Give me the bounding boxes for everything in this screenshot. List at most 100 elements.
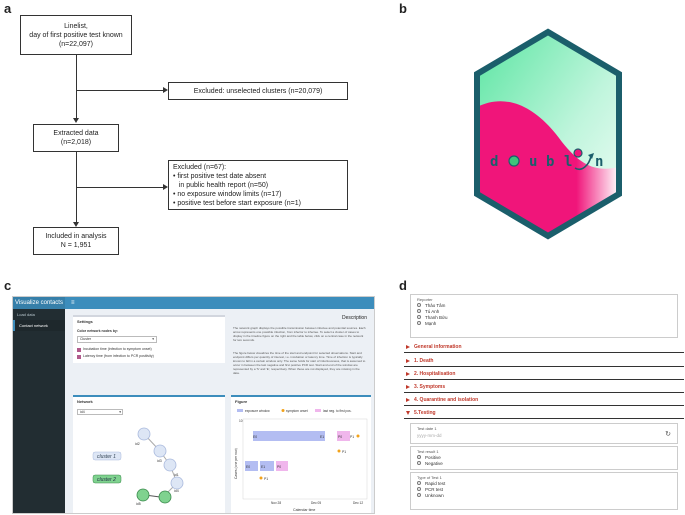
test-result-group: Test result 1 Positive Negative [410, 446, 678, 470]
reporter-option-label: Mạnh [425, 320, 437, 326]
network-node[interactable] [158, 490, 172, 504]
flow-excluded-item: • no exposure window limits (n=17) [173, 190, 282, 198]
network-node[interactable] [136, 488, 150, 502]
reporter-option[interactable]: Thanh Bửu [417, 314, 671, 320]
panel-label-d: d [399, 278, 407, 293]
section-death[interactable]: 1. Death [404, 356, 684, 367]
radio-circle[interactable] [417, 487, 421, 491]
symptom-point [259, 476, 263, 480]
test-result-option[interactable]: Negative [417, 460, 671, 466]
flow-arrow-exclude-2 [163, 184, 168, 190]
latency-checkbox[interactable] [77, 354, 81, 359]
logo-letter-l: l [564, 154, 572, 170]
radio-circle[interactable] [417, 315, 421, 319]
color-by-select[interactable]: Cluster ▾ [77, 336, 157, 343]
figure-card: Figure exposure window symptom onset las… [231, 395, 371, 513]
reporter-option[interactable]: Mạnh [417, 320, 671, 326]
section-title: 1. Death [414, 358, 434, 364]
incubation-checkbox[interactable] [77, 347, 81, 352]
latency-checkbox-row[interactable]: Latency time (from infection to PCR posi… [77, 354, 154, 359]
radio-circle[interactable] [417, 481, 421, 485]
bar-label: P1 [350, 435, 354, 439]
description-card: Description The network graph displays t… [231, 313, 371, 393]
radio-circle[interactable] [417, 303, 421, 307]
incubation-checkbox-label: Incubation time (infection to symptom on… [83, 347, 152, 351]
bar-label: E1 [261, 465, 265, 469]
radio-circle[interactable] [417, 309, 421, 313]
flow-arrow-1 [73, 118, 79, 123]
refresh-icon[interactable]: ↻ [665, 431, 671, 438]
cluster-2-legend [92, 474, 122, 484]
section-title: 2. Hospitalisation [414, 371, 456, 377]
description-title: Description [341, 315, 367, 321]
test-type-label: Type of Test 1 [417, 475, 442, 480]
x-tick-label: Dec 05 [311, 501, 321, 505]
section-testing[interactable]: 5.Testing [404, 408, 684, 419]
test-type-option[interactable]: Rapid test [417, 480, 671, 486]
section-title: 5.Testing [414, 410, 436, 416]
radio-circle[interactable] [417, 493, 421, 497]
legend-label-pcr: last neg. to first pos. [323, 409, 352, 413]
pcr-bar [337, 431, 350, 441]
flow-box-linelist-line1: Linelist, [64, 22, 88, 30]
caret-right-icon [406, 397, 410, 402]
section-general-information[interactable]: General information [404, 342, 684, 353]
settings-card: Settings Color network nodes by: Cluster… [73, 315, 225, 363]
reporter-option[interactable]: Tú Anh [417, 308, 671, 314]
case-report-form: Reporter Thảo Tâm Tú Anh Thanh Bửu Mạnh … [404, 294, 684, 514]
latency-checkbox-label: Latency time (from infection to PCR posi… [83, 354, 154, 358]
network-graph[interactable]: id2 id3 id1 id4 id5 cluster 1 cluster 2 [73, 419, 225, 514]
legend-swatch-pcr [315, 409, 321, 412]
section-symptoms[interactable]: 3. Symptoms [404, 382, 684, 393]
test-result-label: Test result 1 [417, 449, 439, 454]
radio-circle[interactable] [417, 321, 421, 325]
incubation-checkbox-row[interactable]: Incubation time (infection to symptom on… [77, 347, 152, 352]
flow-box-linelist-line2: day of first positive test known [29, 31, 123, 39]
test-type-option[interactable]: Unknown [417, 492, 671, 498]
reporter-option[interactable]: Thảo Tâm [417, 302, 671, 308]
legend-label-exposure: exposure window [245, 409, 270, 413]
test-result-option-label: Positive [425, 454, 441, 460]
bar-label: P0 [338, 435, 342, 439]
flow-box-linelist-line3: (n=22,097) [58, 40, 94, 48]
test-type-option[interactable]: PCR test [417, 486, 671, 492]
network-node-label: id3 [157, 459, 162, 463]
section-quarantine[interactable]: 4. Quarantine and isolation [404, 395, 684, 406]
sidebar-item-contact-network[interactable]: Contact network [13, 320, 65, 331]
description-paragraph-2: The figure below visualizes the time of … [233, 351, 366, 375]
flow-box-extracted-line1: Extracted data [53, 130, 99, 137]
flow-box-included: Included in analysis N = 1,951 [33, 227, 119, 255]
radio-circle[interactable] [417, 455, 421, 459]
flow-connector-1 [76, 55, 77, 119]
flow-arrow-2 [73, 222, 79, 227]
visualize-contacts-app: Visualize contacts ≡ Load data Contact n… [12, 296, 375, 514]
section-hospitalisation[interactable]: 2. Hospitalisation [404, 369, 684, 380]
test-result-option-label: Negative [425, 460, 443, 466]
sidebar-item-load-data[interactable]: Load data [17, 312, 35, 317]
flow-box-excluded-clusters: Excluded: unselected clusters (n=20,079) [168, 82, 348, 100]
logo-green-dot [508, 155, 520, 167]
network-node-select[interactable]: id4 ▾ [77, 409, 123, 415]
test-type-option-label: PCR test [425, 486, 444, 492]
radio-circle[interactable] [417, 461, 421, 465]
reporter-label: Reporter [417, 297, 433, 302]
bar-label: E0 [246, 465, 250, 469]
x-axis-label: Calendar time [293, 508, 315, 512]
color-by-select-value: Cluster [80, 337, 92, 341]
caret-right-icon [406, 344, 410, 349]
network-node[interactable] [153, 444, 167, 458]
network-node[interactable] [163, 458, 177, 472]
network-node-select-value: id4 [80, 410, 85, 414]
legend-swatch-symptom [281, 409, 285, 412]
panel-label-b: b [399, 1, 407, 16]
symptom-point [356, 434, 360, 438]
test-date-input[interactable]: yyyy-mm-dd [417, 433, 442, 438]
network-node[interactable] [170, 476, 184, 490]
test-type-group: Type of Test 1 Rapid test PCR test Unkno… [410, 472, 678, 510]
network-node[interactable] [137, 427, 151, 441]
point-label: P1 [342, 450, 346, 454]
test-result-option[interactable]: Positive [417, 454, 671, 460]
menu-toggle-icon[interactable]: ≡ [71, 300, 75, 306]
cluster-1-label: cluster 1 [97, 454, 116, 460]
flow-excluded-item: • positive test before start exposure (n… [173, 199, 301, 207]
